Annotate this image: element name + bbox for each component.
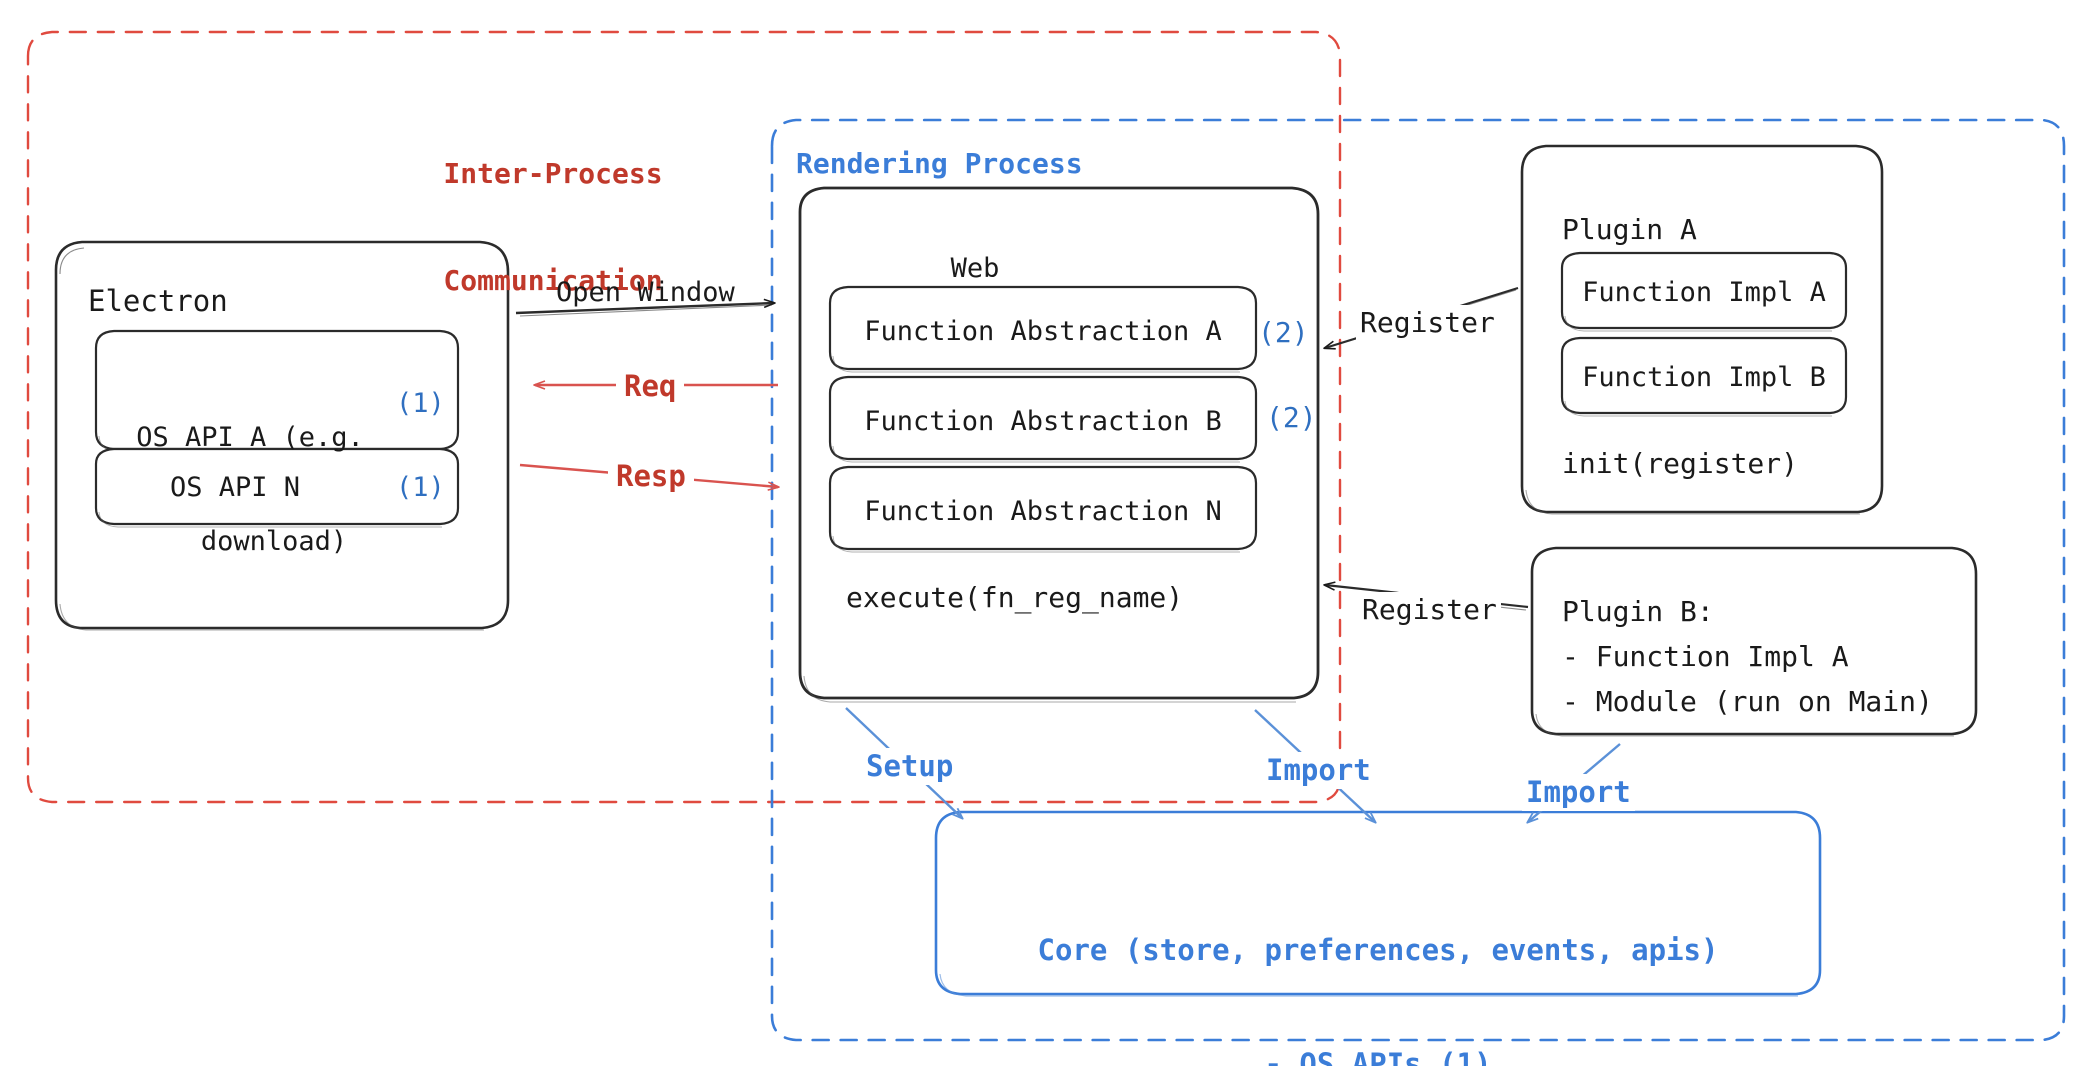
ipc-region-label-line2: Communication xyxy=(443,264,663,298)
core-line-2: - OS APIs (1) xyxy=(1264,1047,1492,1066)
arrow-open-window-label: Open Window xyxy=(556,277,735,308)
os-api-n-label: OS API N xyxy=(169,472,301,503)
function-abstraction-n-label: Function Abstraction N xyxy=(864,496,1222,527)
plugin-b-item-1: - Module (run on Main) xyxy=(1562,685,1933,718)
web-title: Web xyxy=(950,253,1000,284)
arrow-register-plugin-b-label: Register xyxy=(1358,592,1501,628)
core-content: Core (store, preferences, events, apis) … xyxy=(936,854,1820,1066)
function-abstraction-b-label: Function Abstraction B xyxy=(864,406,1222,437)
function-abstraction-a-marker: (2) xyxy=(1258,316,1309,349)
arrow-setup-label: Setup xyxy=(862,748,958,786)
core-line-1: Core (store, preferences, events, apis) xyxy=(1037,932,1719,967)
os-api-a-label-line1: OS API A (e.g. xyxy=(136,422,364,454)
function-impl-a-label: Function Impl A xyxy=(1582,277,1826,308)
ipc-region-label: Inter-Process Communication xyxy=(418,84,688,371)
function-abstraction-b-marker: (2) xyxy=(1266,401,1317,434)
os-api-a-label: OS API A (e.g. download) xyxy=(100,352,400,628)
os-api-a-marker: (1) xyxy=(396,388,445,419)
os-api-a-label-line2: download) xyxy=(200,525,348,557)
arrow-import-plugin-b-label: Import xyxy=(1522,774,1635,812)
arrow-resp-label: Resp xyxy=(608,458,694,496)
os-api-n-marker: (1) xyxy=(396,472,445,503)
web-execute-method: execute(fn_reg_name) xyxy=(846,581,1184,614)
plugin-b-title: Plugin B: xyxy=(1562,595,1714,628)
ipc-region-label-line1: Inter-Process xyxy=(443,156,663,190)
plugin-a-title: Plugin A xyxy=(1562,213,1697,246)
arrow-register-plugin-a-label: Register xyxy=(1356,305,1499,341)
arrow-req-label: Req xyxy=(616,368,685,406)
electron-title: Electron xyxy=(88,284,228,318)
arrow-import-web-label: Import xyxy=(1262,752,1375,790)
plugin-b-item-0: - Function Impl A xyxy=(1562,640,1849,673)
rendering-process-label: Rendering Process xyxy=(796,147,1083,180)
function-abstraction-a-label: Function Abstraction A xyxy=(864,316,1222,347)
function-impl-b-label: Function Impl B xyxy=(1582,362,1826,393)
plugin-a-init-method: init(register) xyxy=(1562,447,1799,480)
